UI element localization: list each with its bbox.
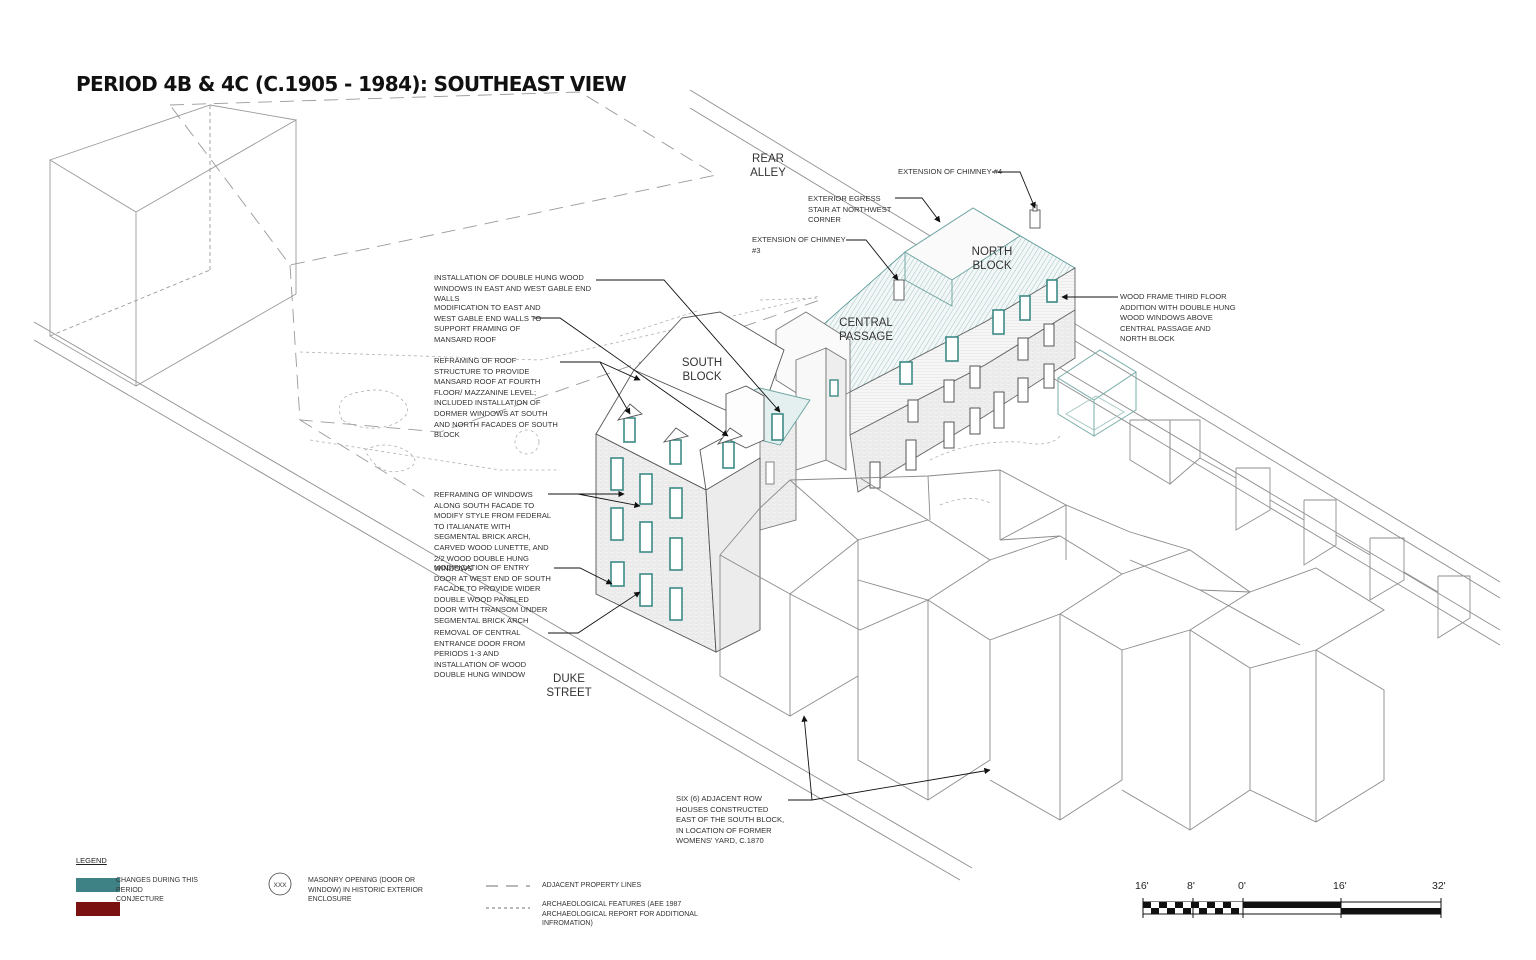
leader-lines (534, 171, 1118, 801)
note-roof-reframing: REFRAMING OF ROOF STRUCTURE TO PROVIDE M… (434, 356, 558, 440)
swatch-changes (76, 878, 120, 892)
legend-symbols (268, 872, 530, 909)
note-row-houses: SIX (6) ADJACENT ROW HOUSES CONSTRUCTED … (676, 794, 785, 846)
south-block-building (595, 311, 811, 653)
south-block-dormers (623, 413, 784, 469)
north-block-lower-windows (869, 323, 1055, 489)
note-double-hung-windows: INSTALLATION OF DOUBLE HUNG WOOD WINDOWS… (434, 273, 592, 304)
legend-changes-label: CHANGES DURING THIS PERIOD (116, 877, 198, 894)
south-facade-windows (610, 457, 683, 621)
note-egress-stair: EXTERIOR EGRESS STAIR AT NORTHWEST CORNE… (808, 194, 892, 225)
note-wood-frame-addition: WOOD FRAME THIRD FLOOR ADDITION WITH DOU… (1120, 292, 1236, 344)
masonry-symbol-text: XXX (273, 882, 287, 889)
scale-label-0: 0' (1238, 880, 1246, 892)
ground-lines (33, 89, 1501, 881)
scale-bar (1142, 898, 1442, 918)
note-chimney-3: EXTENSION OF CHIMNEY #3 (752, 235, 846, 255)
scale-label-16-left: 16' (1135, 880, 1149, 892)
note-window-reframing: REFRAMING OF WINDOWS ALONG SOUTH FACADE … (434, 490, 551, 574)
masonry-opening-symbol (268, 872, 292, 896)
legend-property-lines-label: ADJACENT PROPERTY LINES (542, 882, 642, 889)
swatch-conjecture (76, 902, 120, 916)
legend-conjecture-label: CONJECTURE (116, 896, 164, 903)
legend-masonry-label: MASONRY OPENING (DOOR OR WINDOW) IN HIST… (308, 877, 423, 903)
legend-archaeological-label: ARCHAEOLOGICAL FEATURES (AEE 1987 ARCHAE… (542, 901, 698, 927)
scale-label-32: 32' (1432, 880, 1446, 892)
north-block-windows (899, 279, 1058, 385)
outbuilding-wireframes (1129, 419, 1471, 639)
note-gable-modification: MODIFICATION TO EAST AND WEST GABLE END … (434, 303, 542, 344)
row-houses-wireframe (719, 469, 1385, 831)
scale-label-8: 8' (1187, 880, 1195, 892)
legend-title: LEGEND (76, 856, 107, 865)
neighbor-building-wireframe (48, 104, 298, 387)
east-enclosure (1057, 349, 1137, 437)
note-entry-door: MODIFICATION OF ENTRY DOOR AT WEST END O… (434, 563, 551, 625)
note-chimney-4: EXTENSION OF CHIMNEY #4 (898, 167, 1003, 176)
dashed-property-lines (169, 91, 821, 501)
central-connector (759, 311, 851, 531)
archaeological-features (299, 295, 1061, 506)
scale-label-16-right: 16' (1333, 880, 1347, 892)
page-title: PERIOD 4B & 4C (C.1905 - 1984): SOUTHEAS… (76, 72, 627, 96)
note-central-entrance: REMOVAL OF CENTRAL ENTRANCE DOOR FROM PE… (434, 628, 527, 680)
